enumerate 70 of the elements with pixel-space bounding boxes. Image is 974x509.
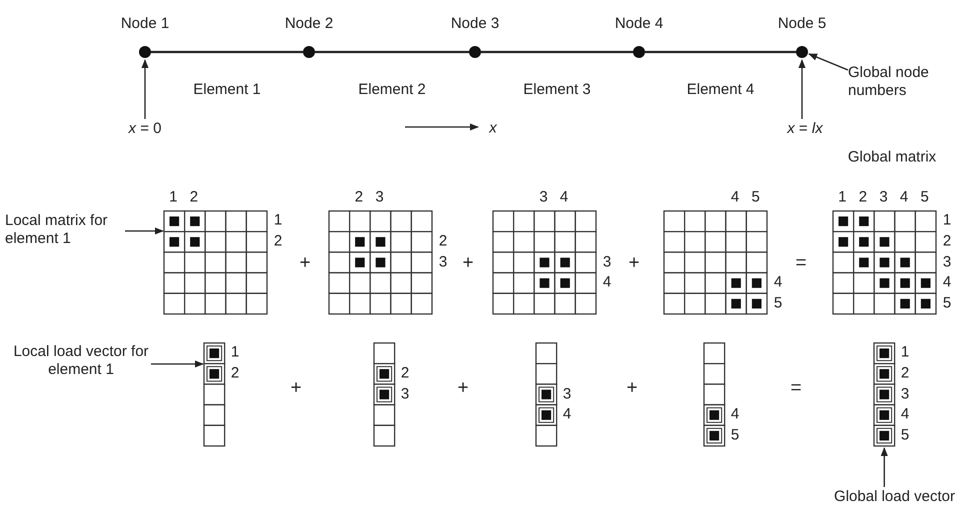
column-index: 3 [879, 190, 888, 204]
row-index: 4 [562, 406, 572, 422]
plus-sign: + [462, 254, 474, 272]
row-index: 1 [230, 344, 240, 360]
element-line [645, 50, 796, 54]
row-index: 3 [602, 254, 612, 269]
element-line [151, 50, 303, 54]
plus-sign: + [290, 378, 302, 398]
column-index: 5 [752, 190, 760, 204]
row-index: 5 [730, 427, 740, 442]
callout-text: Local matrix for element 1 [5, 212, 123, 248]
row-index: 4 [942, 274, 952, 290]
row-index: 3 [400, 386, 410, 401]
row-index: 2 [900, 365, 910, 380]
column-index: 1 [169, 190, 178, 204]
plus-sign: + [628, 254, 640, 272]
equals-sign: = [795, 254, 807, 272]
plus-sign: + [299, 254, 311, 272]
callout-text: Global load vector [815, 488, 974, 506]
row-index: 2 [230, 365, 240, 380]
column-index: 1 [838, 190, 846, 204]
equals-sign: = [790, 378, 802, 398]
arrow [808, 53, 848, 71]
row-index: 5 [774, 295, 782, 310]
callout-text: Local load vector for element 1 [12, 343, 150, 379]
row-index: 2 [942, 233, 952, 248]
row-index: 4 [730, 406, 740, 422]
element-line [315, 50, 469, 54]
node-label: Node 5 [778, 15, 826, 33]
row-index: 1 [900, 344, 910, 360]
row-index: 2 [438, 233, 448, 248]
matrix-title: Global matrix [848, 150, 936, 164]
plus-sign: + [626, 378, 638, 398]
row-index: 3 [438, 254, 448, 269]
row-index: 3 [900, 386, 910, 401]
row-index: 1 [942, 212, 952, 228]
row-index: 5 [900, 427, 910, 442]
element-line [481, 50, 633, 54]
row-index: 2 [400, 365, 410, 380]
row-index: 3 [562, 386, 572, 401]
column-index: 2 [190, 190, 198, 204]
arrow [125, 227, 164, 235]
column-index: 3 [539, 190, 548, 204]
column-index: 4 [560, 190, 568, 204]
axis-label: x [489, 120, 497, 136]
column-index: 3 [375, 190, 384, 204]
node-label: Node 1 [120, 15, 170, 33]
node-label: Node 3 [450, 15, 500, 33]
arrow [151, 360, 204, 368]
arrow [880, 447, 888, 487]
column-index: 4 [730, 190, 740, 204]
row-index: 1 [274, 212, 282, 228]
arrow [141, 59, 149, 119]
position-label: x = 0 [115, 120, 175, 138]
position-label: x = lx [770, 120, 840, 138]
column-index: 2 [354, 190, 364, 204]
row-index: 4 [774, 274, 782, 290]
row-index: 4 [602, 274, 612, 290]
plus-sign: + [457, 378, 469, 398]
callout-text: Global node numbers [848, 64, 948, 100]
column-index: 5 [920, 190, 929, 204]
node-label: Node 4 [614, 15, 664, 33]
row-index: 4 [900, 406, 910, 422]
column-index: 4 [900, 190, 908, 204]
column-index: 2 [858, 190, 868, 204]
arrow [798, 59, 806, 119]
row-index: 3 [942, 254, 952, 269]
node-label: Node 2 [284, 15, 334, 33]
row-index: 2 [274, 233, 282, 248]
row-index: 5 [942, 295, 952, 310]
